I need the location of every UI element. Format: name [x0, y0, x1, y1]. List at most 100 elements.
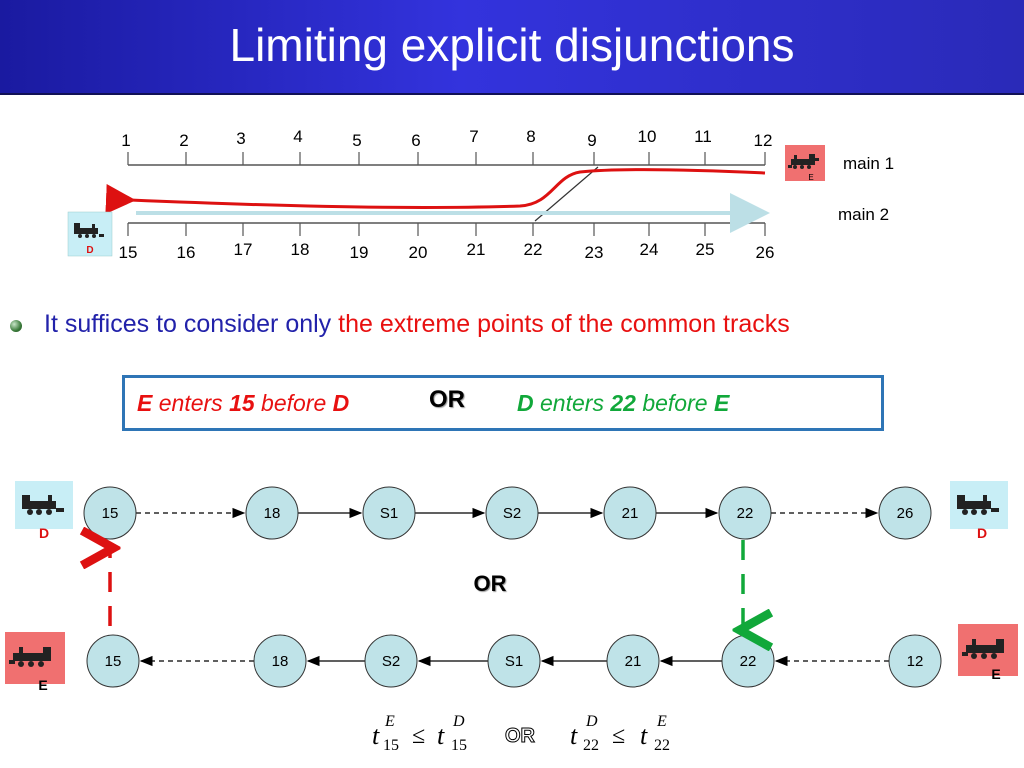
- main2-number: 17: [234, 240, 253, 259]
- graph-node-bottom: [888, 634, 942, 688]
- graph-node-bottom-label: 21: [625, 653, 642, 670]
- formula-t1: t: [372, 721, 380, 750]
- train-d-graph-left-icon: D: [15, 481, 73, 541]
- formula-leq2: ≤: [612, 723, 625, 749]
- e-route-arrow: [105, 168, 766, 214]
- graph-node-bottom-label: S1: [505, 653, 523, 670]
- main1-number: 6: [411, 131, 420, 150]
- main1-number: 9: [587, 131, 596, 150]
- main1-number: 1: [121, 131, 130, 150]
- main2-number: 18: [291, 240, 310, 259]
- main1-number: 5: [352, 131, 361, 150]
- main1-label: main 1: [843, 154, 894, 173]
- graph-node-top-label: 21: [622, 505, 639, 522]
- train-d-graph-right-icon: D: [950, 481, 1008, 541]
- train-e-graph-left-icon: E: [5, 632, 65, 693]
- formula-leq1: ≤: [412, 723, 425, 749]
- graph-node-bottom: [364, 634, 418, 688]
- main2-number: 25: [696, 240, 715, 259]
- main2-number: 24: [640, 240, 659, 259]
- graph-node-bottom: [606, 634, 660, 688]
- title-bar: Limiting explicit disjunctions: [0, 0, 1024, 95]
- train-d-left-label: D: [86, 245, 93, 256]
- graph-or-label: OR: [474, 571, 507, 596]
- graph-node-top-label: S1: [380, 505, 398, 522]
- formula: t E 15 ≤ t D 15 OR t D 22 ≤ t E 22: [372, 713, 670, 754]
- formula-or: OR: [505, 725, 536, 747]
- main2-label: main 2: [838, 205, 889, 224]
- main2-number: 22: [524, 240, 543, 259]
- graph-node-bottom: [487, 634, 541, 688]
- formula-sup1: E: [384, 713, 395, 730]
- condition-right: D enters 22 before E: [517, 390, 729, 417]
- graph-node-top-label: 15: [102, 505, 119, 522]
- graph-node-top-label: 18: [264, 505, 281, 522]
- formula-sup2: D: [452, 713, 465, 730]
- formula-sub1: 15: [383, 737, 399, 754]
- train-e-graph-right-icon: E: [958, 624, 1018, 682]
- main2-number: 26: [756, 243, 775, 262]
- train-e-top-icon: E: [785, 145, 825, 182]
- formula-sub4: 22: [654, 737, 670, 754]
- graph-node-top: [245, 486, 299, 540]
- cond-left-e: E: [137, 390, 153, 416]
- main1-number: 4: [293, 127, 302, 146]
- graph-node-bottom-label: S2: [382, 653, 400, 670]
- bullet-icon: [10, 320, 22, 332]
- bullet-text: It suffices to consider only the extreme…: [44, 310, 790, 339]
- graph-node-bottom-label: 22: [740, 653, 757, 670]
- cond-left-d: D: [332, 390, 350, 416]
- formula-sup4: E: [656, 713, 667, 730]
- graph-node-bottom: [86, 634, 140, 688]
- graph-node-top: [718, 486, 772, 540]
- train-e-graph-left-label: E: [38, 677, 47, 693]
- main2-number: 19: [350, 243, 369, 262]
- train-e-graph-right-label: E: [991, 666, 1000, 682]
- train-d-graph-right-label: D: [977, 525, 987, 541]
- graph-node-top: [485, 486, 539, 540]
- formula-t3: t: [570, 721, 578, 750]
- main1-ticks: [127, 152, 766, 165]
- graph-node-bottom: [253, 634, 307, 688]
- graph-node-top-label: 22: [737, 505, 754, 522]
- train-d-left-icon: D: [67, 211, 113, 257]
- main2-number: 15: [119, 243, 138, 262]
- main2-number: 21: [467, 240, 486, 259]
- formula-t4: t: [640, 721, 648, 750]
- main1-number: 10: [638, 127, 657, 146]
- graph-node-top-label: 26: [897, 505, 914, 522]
- graph-node-top: [603, 486, 657, 540]
- graph-node-bottom-label: 12: [907, 653, 924, 670]
- bullet-text-part2: the extreme points of the common tracks: [338, 310, 790, 338]
- graph-node-top-label: S2: [503, 505, 521, 522]
- graph-node-bottom-label: 15: [105, 653, 122, 670]
- train-e-top-label: E: [808, 173, 813, 182]
- slide-title: Limiting explicit disjunctions: [229, 19, 795, 71]
- main2-number: 23: [585, 243, 604, 262]
- main2-number: 16: [177, 243, 196, 262]
- main1-number: 12: [754, 131, 773, 150]
- cond-right-e: E: [713, 390, 730, 416]
- main1-number: 7: [469, 127, 478, 146]
- main1-number: 8: [526, 127, 535, 146]
- graph-edges: [136, 507, 889, 667]
- main1-number: 11: [694, 127, 712, 146]
- condition-box: E enters 15 before D OR D enters 22 befo…: [122, 375, 884, 431]
- main1-number: 2: [179, 131, 188, 150]
- bullet-text-part1: It suffices to consider only: [44, 310, 339, 338]
- cond-right-d: D: [517, 390, 534, 416]
- cond-left-enters: enters: [152, 390, 230, 416]
- condition-or: OR: [429, 386, 465, 413]
- cond-right-enters: enters: [533, 390, 611, 416]
- graph-node-top: [362, 486, 416, 540]
- cond-left-num: 15: [229, 390, 255, 416]
- cond-left-before: before: [254, 390, 333, 416]
- cond-right-num: 22: [610, 390, 636, 416]
- train-d-graph-left-label: D: [39, 525, 49, 541]
- formula-t2: t: [437, 721, 445, 750]
- graph-node-top: [878, 486, 932, 540]
